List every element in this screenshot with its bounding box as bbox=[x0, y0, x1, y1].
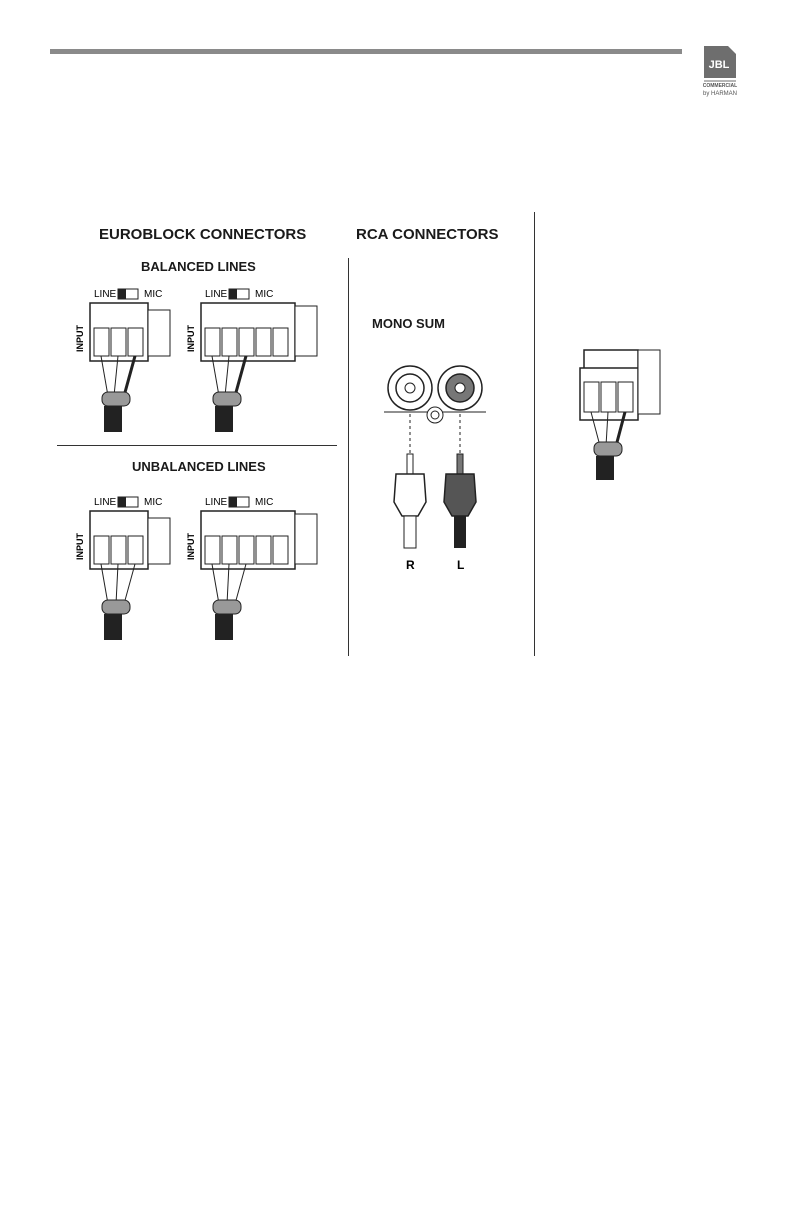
mic-label: MIC bbox=[255, 289, 273, 300]
line-label: LINE bbox=[205, 289, 228, 300]
line-label: LINE bbox=[205, 497, 228, 508]
euroblock-side-connector-diagram bbox=[578, 346, 668, 482]
unbalanced-lines-heading: UNBALANCED LINES bbox=[132, 459, 266, 474]
mic-label: MIC bbox=[255, 497, 273, 508]
header-rule bbox=[50, 49, 682, 54]
section-divider bbox=[57, 445, 337, 446]
line-label: LINE bbox=[94, 497, 117, 508]
euroblock-heading: EUROBLOCK CONNECTORS bbox=[99, 226, 306, 243]
balanced-lines-heading: BALANCED LINES bbox=[141, 259, 256, 274]
input-label: INPUT bbox=[186, 324, 196, 352]
mic-label: MIC bbox=[144, 289, 162, 300]
rca-mono-sum-diagram: R L bbox=[378, 362, 490, 572]
mono-sum-heading: MONO SUM bbox=[372, 316, 445, 331]
unbalanced-5pin-connector-diagram: LINE MIC INPUT bbox=[183, 492, 323, 642]
balanced-3pin-connector-diagram: LINE MIC INPUT bbox=[72, 284, 180, 434]
input-label: INPUT bbox=[75, 324, 85, 352]
rca-left-label: L bbox=[457, 558, 464, 572]
logo-brand-text: JBL bbox=[709, 59, 730, 71]
column-divider-left bbox=[348, 258, 349, 656]
line-label: LINE bbox=[94, 289, 117, 300]
rca-right-label: R bbox=[406, 558, 415, 572]
mic-label: MIC bbox=[144, 497, 162, 508]
rca-heading: RCA CONNECTORS bbox=[356, 226, 499, 243]
jbl-logo: JBL COMMERCIAL by HARMAN bbox=[698, 44, 744, 98]
input-label: INPUT bbox=[75, 532, 85, 560]
input-label: INPUT bbox=[186, 532, 196, 560]
logo-harman-text: by HARMAN bbox=[703, 91, 737, 97]
unbalanced-3pin-connector-diagram: LINE MIC INPUT bbox=[72, 492, 180, 642]
logo-commercial-text: COMMERCIAL bbox=[703, 83, 737, 89]
column-divider-right bbox=[534, 212, 535, 656]
balanced-5pin-connector-diagram: LINE MIC INPUT bbox=[183, 284, 323, 434]
